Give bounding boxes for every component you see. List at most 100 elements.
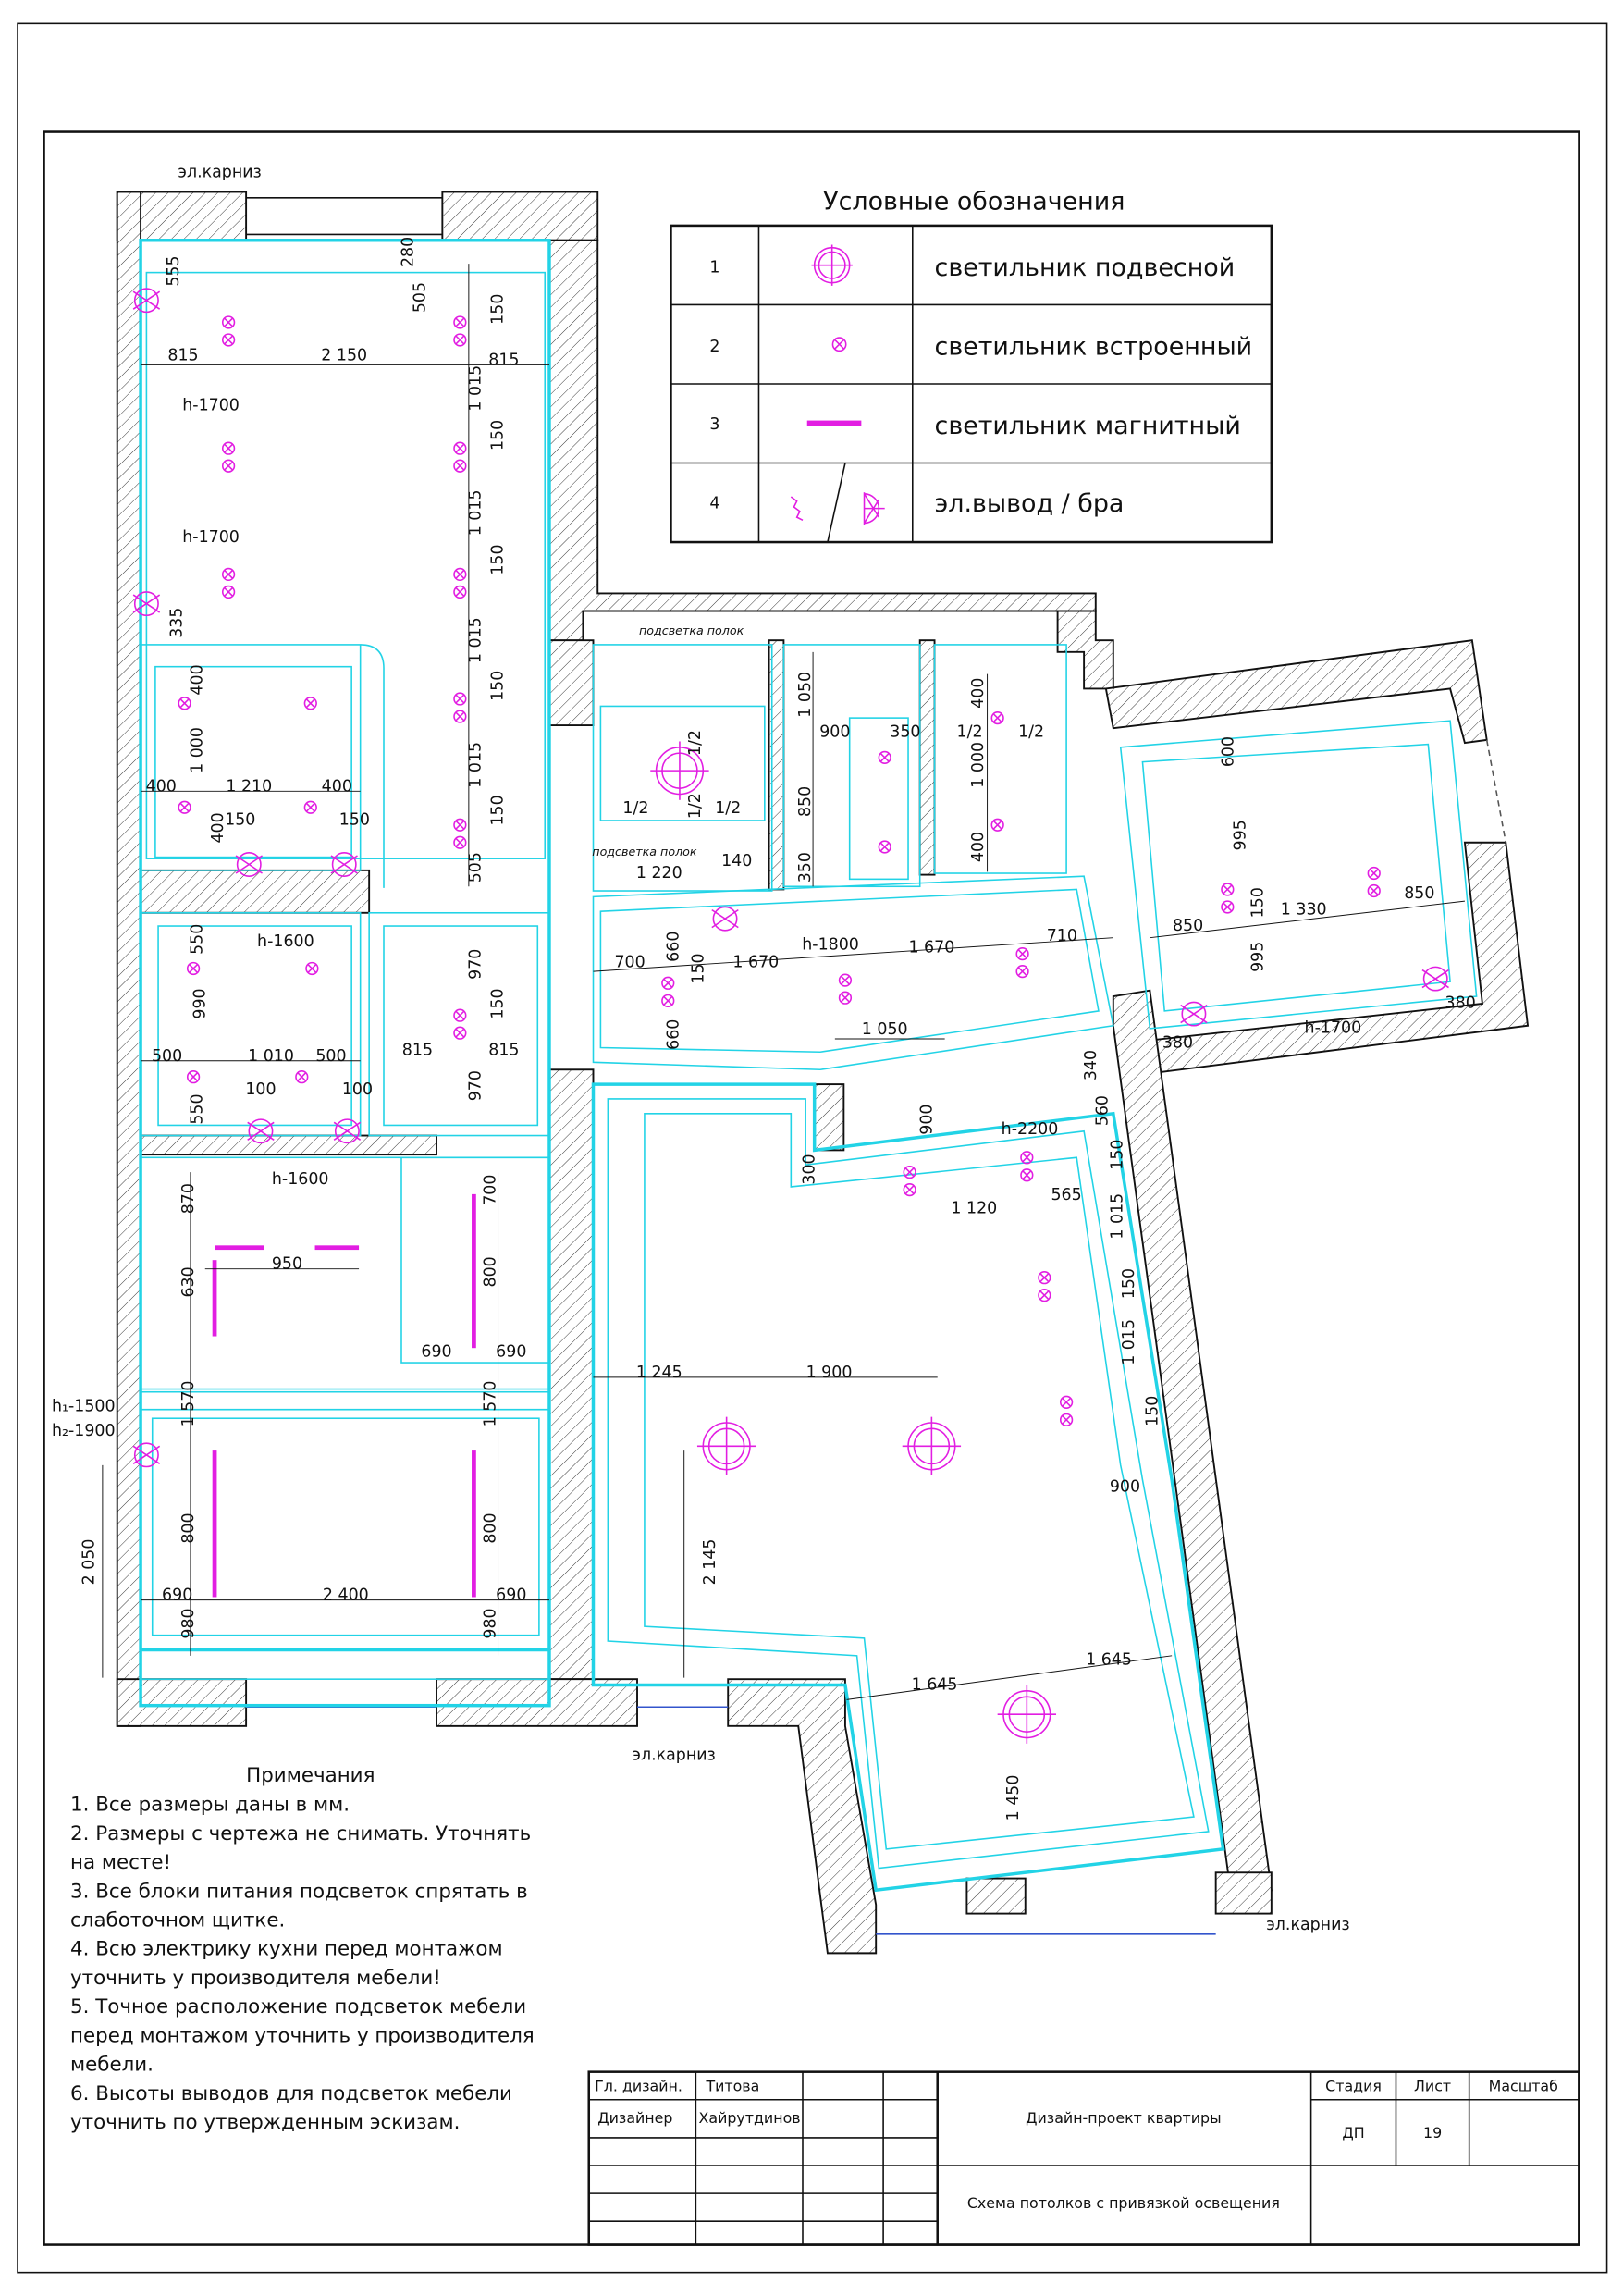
recessed-light-icon: [661, 976, 675, 990]
plan-labels: эл.карнизh-1700h-1700h-1600h-1600h-1800h…: [52, 164, 1361, 1934]
recessed-light-icon: [990, 710, 1004, 725]
dimension-label: 505: [467, 852, 486, 883]
legend-num: 4: [709, 495, 719, 513]
recessed-light-icon: [1221, 900, 1235, 914]
legend-num: 3: [709, 415, 719, 434]
plan-label: h₂-1900: [52, 1422, 116, 1440]
dimension-label: 1/2: [957, 723, 983, 742]
dimension-label: 140: [721, 852, 752, 870]
recessed-light-icon: [1038, 1271, 1051, 1285]
scale-label: Масштаб: [1489, 2077, 1558, 2094]
recessed-light-icon: [838, 973, 853, 987]
recessed-light-icon: [1367, 883, 1381, 898]
note-line: уточнить у производителя мебели!: [70, 1967, 441, 1990]
dimension-label: 870: [179, 1183, 198, 1214]
dimension-label: 1 645: [912, 1675, 958, 1694]
dimension-label: 600: [1220, 736, 1238, 767]
plan-label: эл.карниз: [1266, 1916, 1349, 1934]
dimension-label: 1 670: [732, 953, 779, 971]
dimension-label: 900: [819, 723, 850, 742]
recessed-light-icon: [221, 315, 236, 329]
legend-label: светильник магнитный: [935, 412, 1241, 440]
dimension-label: 990: [191, 988, 210, 1018]
dimension-label: 2 150: [321, 347, 367, 365]
dimension-label: 1 015: [467, 617, 486, 663]
note-line: 6. Высоты выводов для подсветок мебели: [70, 2082, 512, 2105]
dimension-label: 550: [189, 924, 207, 955]
dimension-label: 970: [467, 1070, 486, 1101]
sheet-title: Схема потолков с привязкой освещения: [967, 2194, 1280, 2212]
dimension-label: 1/2: [715, 799, 741, 818]
plan-label: подсветка полок: [639, 623, 744, 637]
pendant-light-icon: [696, 1416, 756, 1476]
dimension-label: 150: [488, 988, 507, 1018]
dimension-label: 815: [402, 1041, 433, 1059]
dimension-label: 1 570: [179, 1380, 198, 1426]
dimension-label: 565: [1051, 1186, 1081, 1204]
recessed-light-icon: [453, 441, 467, 455]
magnetic-light-icon: [806, 420, 862, 426]
dimension-label: 1 645: [1086, 1650, 1132, 1669]
recessed-light-icon: [178, 697, 191, 710]
recessed-light-icon: [453, 315, 467, 329]
note-line: 1. Все размеры даны в мм.: [70, 1794, 350, 1817]
dimension-label: 1 670: [908, 939, 954, 957]
recessed-light-icon: [878, 750, 891, 765]
stage-label: Стадия: [1325, 2077, 1382, 2094]
recessed-light-icon: [831, 337, 847, 352]
dimension-label: 850: [796, 786, 815, 817]
dimension-label: 335: [167, 608, 186, 638]
dimension-label: 995: [1248, 942, 1267, 972]
dimension-label: 1/2: [686, 730, 705, 756]
dimension-label: 400: [322, 777, 352, 796]
role-chief-designer: Гл. дизайн.: [595, 2077, 682, 2094]
dimension-label: 150: [488, 795, 507, 825]
dimension-label: 1 450: [1004, 1775, 1023, 1821]
dimension-label: 660: [664, 1019, 682, 1050]
dimension-label: 400: [189, 664, 207, 695]
plan-label: подсветка полок: [592, 845, 697, 858]
dimension-label: 150: [339, 811, 370, 830]
plan-label: h-1700: [1305, 1019, 1362, 1038]
sconce-icon: [132, 1442, 161, 1468]
magnetic-light: [472, 1193, 476, 1349]
recessed-light-icon: [453, 1008, 467, 1022]
dimension-label: 2 400: [323, 1586, 369, 1605]
dimension-label: 1 010: [248, 1047, 294, 1066]
dimension-label: 1 000: [969, 742, 988, 788]
magnetic-light: [314, 1245, 360, 1251]
dimension-label: 970: [467, 949, 486, 980]
dimension-label: 1 220: [636, 864, 682, 883]
dimension-label: 900: [1110, 1477, 1140, 1496]
sconce-icon: [863, 492, 885, 525]
recessed-light-icon: [453, 1026, 467, 1040]
dimension-label: 1/2: [1018, 723, 1044, 742]
note-line: перед монтажом уточнить у производителя: [70, 2024, 535, 2047]
plan-label: h-1800: [802, 935, 859, 954]
recessed-light-icon: [1059, 1395, 1074, 1409]
dimension-label: 150: [1120, 1268, 1138, 1299]
recessed-light-icon: [1015, 947, 1029, 961]
recessed-light-icon: [990, 818, 1004, 832]
recessed-light-icon: [453, 692, 467, 706]
legend: Условные обозначения 1 светильник подвес…: [670, 188, 1273, 544]
dimension-label: 150: [488, 671, 507, 701]
legend-label: светильник подвесной: [935, 253, 1236, 282]
dimension-label: 815: [488, 351, 519, 369]
plan-label: h-2200: [1002, 1120, 1059, 1139]
dimension-label: 150: [1108, 1140, 1126, 1170]
dimension-label: 150: [488, 294, 507, 325]
recessed-light-icon: [453, 818, 467, 832]
dimension-label: 1 330: [1281, 900, 1327, 919]
sconce-icon: [247, 1118, 275, 1144]
walls: [116, 191, 1530, 1955]
dimension-label: 400: [969, 832, 988, 862]
legend-row-2: 2 светильник встроенный: [709, 332, 1252, 361]
ceiling-contours: [139, 239, 1478, 1893]
recessed-light-icon: [903, 1166, 916, 1179]
notes-title: Примечания: [246, 1764, 375, 1787]
dimension-label: 850: [1173, 917, 1203, 935]
dimension-label: 380: [1445, 994, 1476, 1013]
dimension-label: 1 015: [467, 742, 486, 788]
dimension-label: 380: [1162, 1034, 1193, 1053]
